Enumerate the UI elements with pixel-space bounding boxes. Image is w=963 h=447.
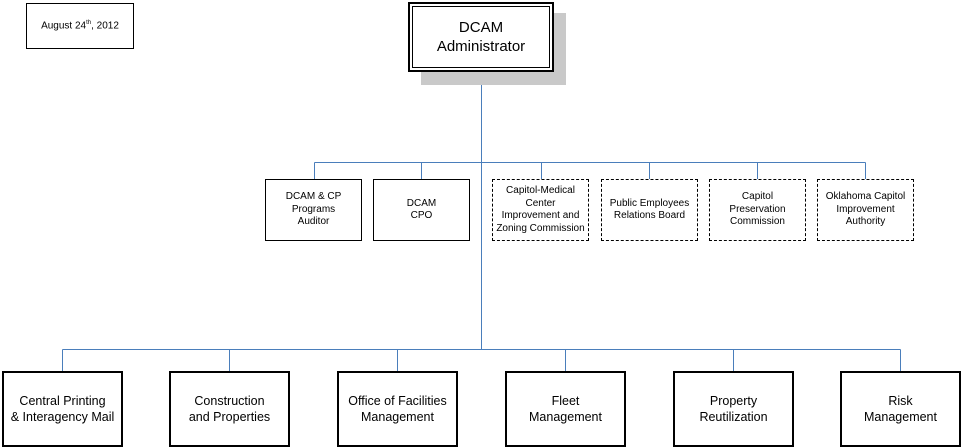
- bottom-box-central-printing: Central Printing & Interagency Mail: [2, 371, 123, 447]
- bottom-box-property: Property Reutilization: [673, 371, 794, 447]
- mid-box-label: Public Employees Relations Board: [609, 197, 690, 222]
- bottom-box-fleet: Fleet Management: [505, 371, 626, 447]
- mid-box-zoning-commission: Capitol-Medical Center Improvement and Z…: [492, 179, 589, 241]
- mid-box-relations-board: Public Employees Relations Board: [601, 179, 698, 241]
- mid-box-label: Capitol Preservation Commission: [729, 191, 786, 228]
- date-box: August 24th, 2012: [26, 3, 134, 49]
- bottom-box-label: Office of Facilities Management: [348, 394, 447, 424]
- mid-box-label: DCAM & CP Programs Auditor: [285, 191, 342, 228]
- dcam-administrator-box: DCAM Administrator: [408, 2, 554, 72]
- bottom-box-label: Fleet Management: [529, 394, 602, 424]
- admin-label: DCAM Administrator: [436, 19, 526, 55]
- admin-inner-border: [412, 6, 550, 68]
- mid-box-improvement-authority: Oklahoma Capitol Improvement Authority: [817, 179, 914, 241]
- bottom-box-facilities: Office of Facilities Management: [337, 371, 458, 447]
- bottom-box-risk: Risk Management: [840, 371, 961, 447]
- mid-box-cpo: DCAM CPO: [373, 179, 470, 241]
- mid-box-label: Oklahoma Capitol Improvement Authority: [825, 191, 906, 228]
- mid-box-label: DCAM CPO: [406, 197, 437, 222]
- mid-box-auditor: DCAM & CP Programs Auditor: [265, 179, 362, 241]
- mid-box-preservation-commission: Capitol Preservation Commission: [709, 179, 806, 241]
- bottom-box-label: Construction and Properties: [188, 394, 271, 424]
- date-label: August 24th, 2012: [41, 20, 119, 32]
- bottom-box-label: Risk Management: [864, 394, 937, 424]
- bottom-box-construction: Construction and Properties: [169, 371, 290, 447]
- bottom-box-label: Central Printing & Interagency Mail: [10, 394, 115, 424]
- bottom-box-label: Property Reutilization: [699, 394, 768, 424]
- mid-box-label: Capitol-Medical Center Improvement and Z…: [496, 185, 585, 234]
